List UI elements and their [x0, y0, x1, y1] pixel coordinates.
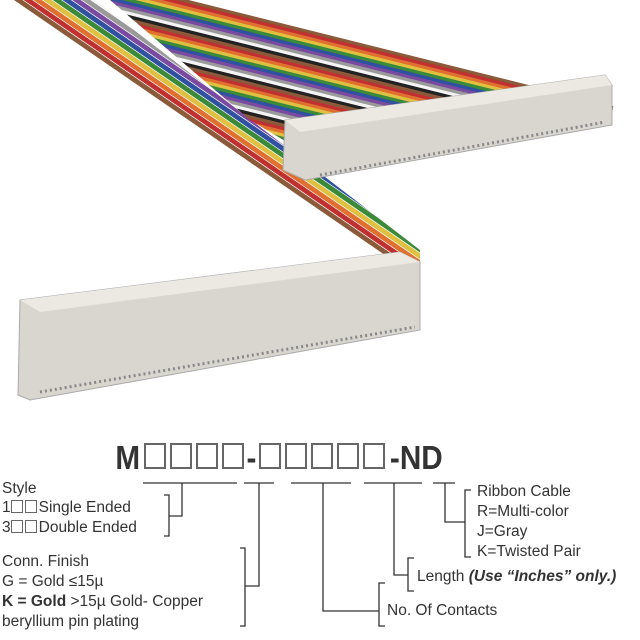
part-number-group1 — [142, 439, 246, 477]
cable-wire — [277, 0, 420, 5]
style-single-label: Single Ended — [38, 499, 131, 516]
ribbon-k: K=Twisted Pair — [477, 543, 581, 560]
part-number-suffix: -ND — [389, 439, 443, 476]
length-title: Length — [417, 568, 465, 585]
conn-finish-k: K = Gold >15µ Gold- Copper — [2, 592, 203, 611]
cable-wire — [265, 0, 420, 17]
cable-wire — [0, 0, 420, 289]
lower-connector — [17, 251, 421, 401]
cable-wire — [110, 25, 620, 150]
part-number-box — [221, 443, 244, 469]
cable-wire — [0, 0, 420, 277]
cable-wire — [261, 0, 420, 20]
cable-wire — [252, 0, 420, 28]
part-number-prefix: M — [115, 439, 141, 476]
ribbon-j: J=Gray — [477, 523, 528, 540]
part-number: M - -ND — [114, 438, 526, 478]
cable-wire — [248, 0, 420, 32]
length-label: Length (Use “Inches” only.) — [417, 567, 616, 586]
cable-wire — [0, 0, 420, 281]
part-number-box — [195, 443, 218, 469]
part-number-box — [310, 443, 333, 469]
conn-finish-k-line2: beryllium pin plating — [2, 613, 139, 630]
conn-finish-g: G = Gold ≤15µ — [2, 573, 104, 590]
ribbon-r: R=Multi-color — [477, 503, 569, 520]
cable-wire — [273, 0, 420, 9]
part-number-box — [336, 443, 359, 469]
cable-wire — [110, 29, 620, 150]
style-title: Style — [2, 480, 37, 497]
length-note: (Use “Inches” only.) — [468, 568, 617, 585]
upper-connector — [282, 74, 613, 181]
conn-finish-k-desc: >15µ Gold- Copper — [70, 593, 204, 610]
style-double-code: 3 — [2, 519, 11, 536]
conn-finish-title: Conn. Finish — [2, 553, 90, 570]
part-number-group2 — [257, 439, 387, 477]
cable-wire — [244, 0, 420, 35]
style-double: 3 Double Ended — [2, 518, 137, 537]
style-double-label: Double Ended — [38, 519, 137, 536]
conn-finish-k-code: K = Gold — [2, 593, 67, 610]
part-number-box — [143, 443, 166, 469]
part-number-box — [169, 443, 192, 469]
ribbon-cable-assembly-photo — [0, 0, 620, 401]
cable-wire — [0, 0, 420, 292]
part-number-box — [362, 443, 385, 469]
part-number-box — [284, 443, 307, 469]
style-single-code: 1 — [2, 499, 11, 516]
part-number-box — [258, 443, 281, 469]
ribbon-title: Ribbon Cable — [477, 483, 571, 500]
style-single: 1 Single Ended — [2, 498, 131, 517]
cable-wire — [0, 0, 420, 285]
contacts-label: No. Of Contacts — [387, 602, 498, 619]
cable-wire — [269, 0, 420, 13]
cable-wire — [256, 0, 420, 24]
part-number-separator: - — [246, 439, 256, 476]
